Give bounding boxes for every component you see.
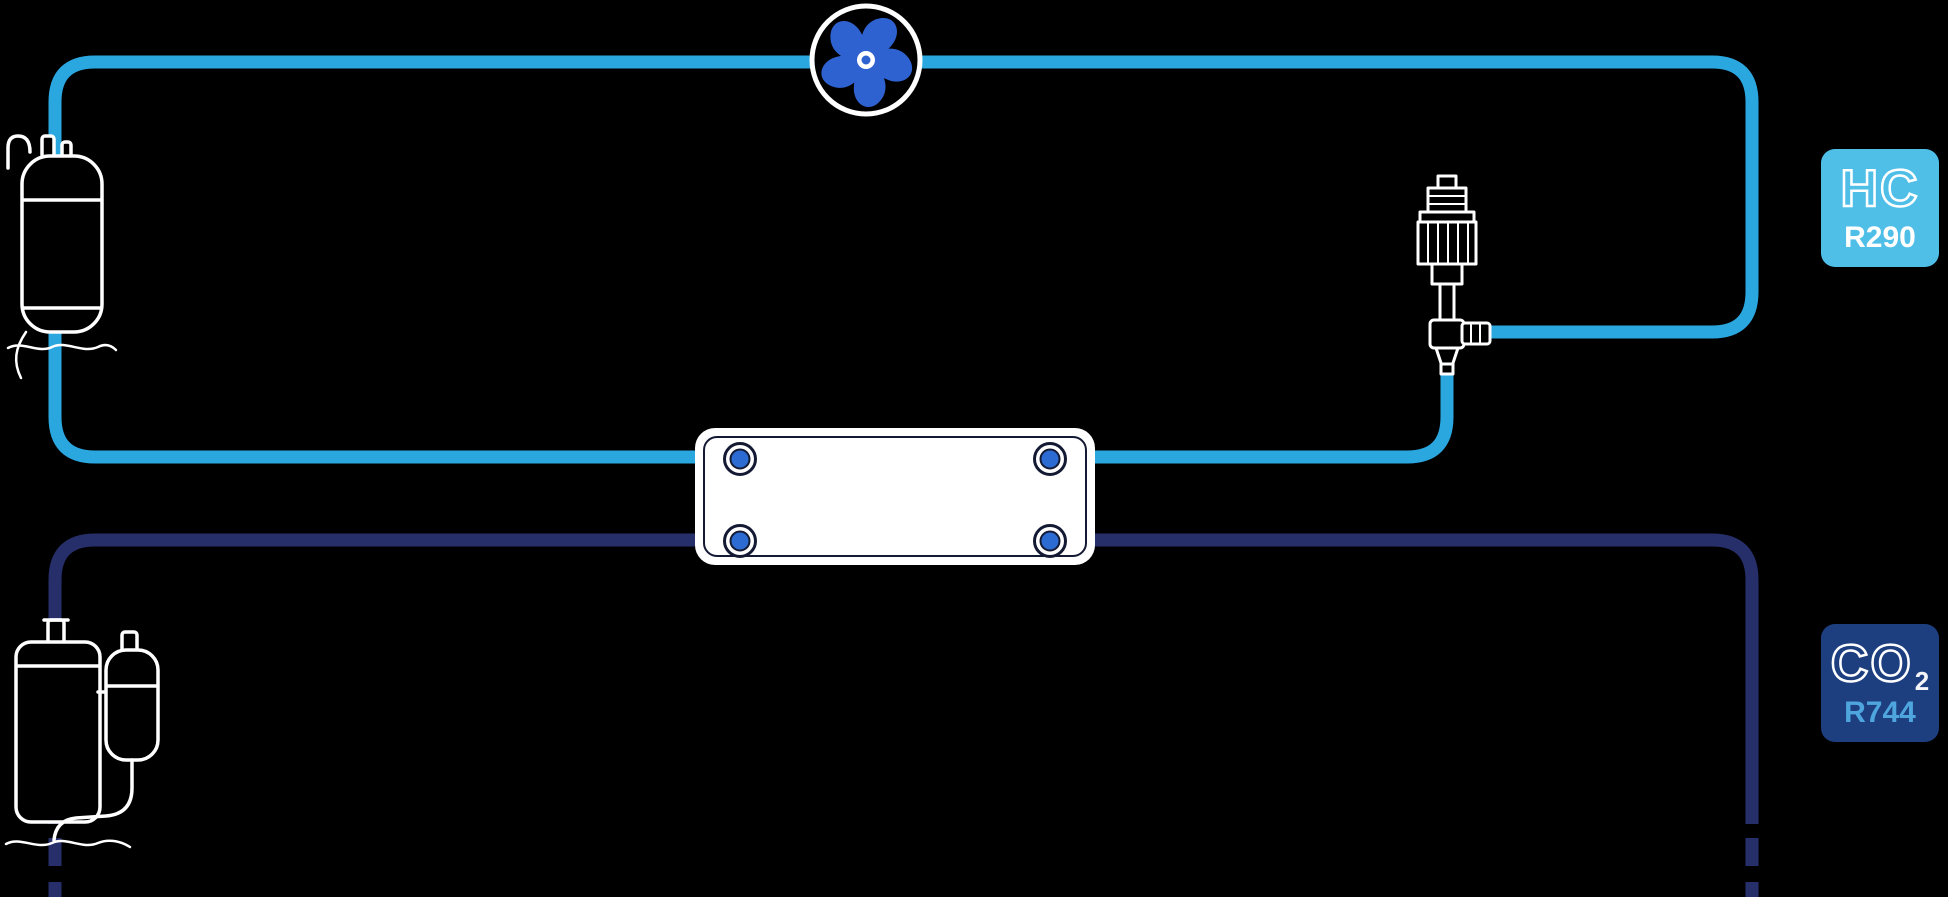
co2-badge-refrigerant-label: R744 (1844, 696, 1916, 729)
hc-r290-badge: HC R290 (1821, 149, 1939, 267)
co2-subscript: 2 (1914, 666, 1930, 696)
co2-r744-badge: CO2 R744 (1821, 624, 1939, 742)
hc-loop-pipe (48, 55, 1759, 464)
co2-badge-label: CO2 (1830, 635, 1930, 696)
co2-compressor-icon (4, 618, 160, 849)
heat-exchanger-port (1033, 524, 1067, 558)
hc-badge-refrigerant-label: R290 (1844, 221, 1916, 254)
cascade-heat-exchanger-icon (695, 428, 1095, 565)
condenser-fan-icon (809, 3, 923, 117)
co2-loop-pipe-left (48, 533, 710, 824)
co2-loop-pipe-right (1080, 533, 1759, 824)
heat-exchanger-body (695, 428, 1095, 565)
heat-exchanger-port (1033, 442, 1067, 476)
heat-exchanger-port (723, 524, 757, 558)
hc-compressor-icon (6, 134, 118, 380)
fan-blades (816, 17, 916, 113)
heat-exchanger-port (723, 442, 757, 476)
heat-exchanger-inner-outline (703, 436, 1087, 557)
hc-loop-pipe-valve-outlet (1090, 358, 1454, 464)
expansion-valve-icon (1416, 174, 1492, 376)
hc-badge-label: HC (1839, 160, 1920, 218)
